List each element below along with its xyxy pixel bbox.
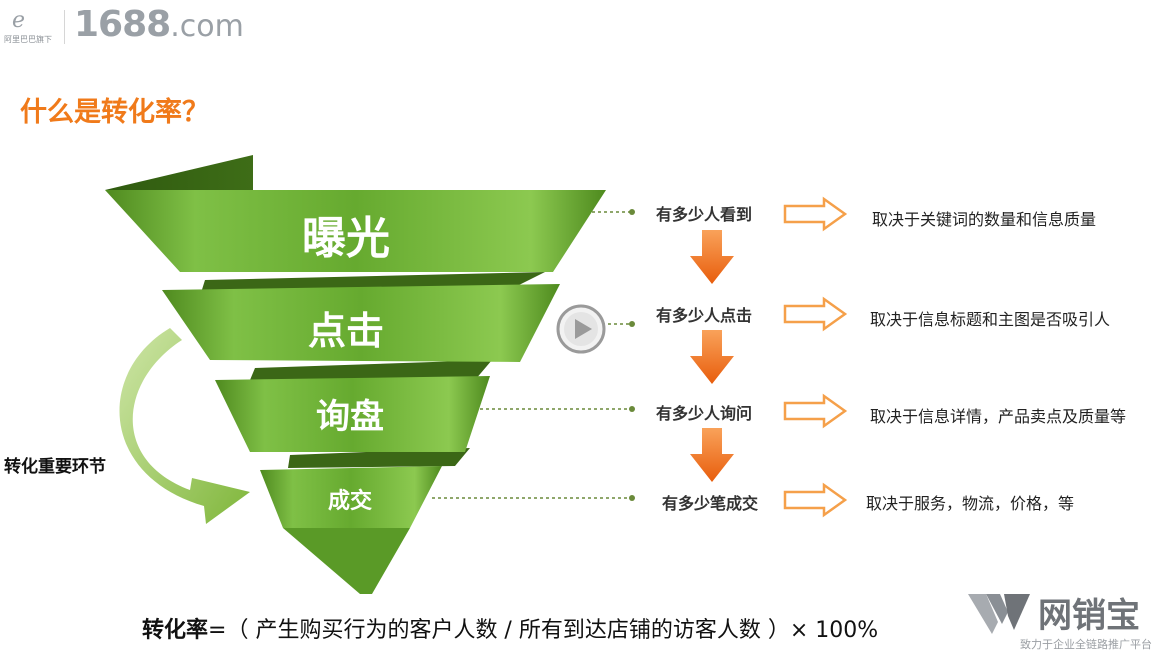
brand-logo: 网销宝 致力于企业全链路推广平台 [964, 588, 1170, 652]
formula: 转化率=（ 产生购买行为的客户人数 / 所有到达店铺的访客人数 ）× 100% [142, 612, 878, 644]
funnel-label-click: 点击 [308, 309, 384, 353]
right-arrow-icon [783, 196, 848, 232]
detail-deal: 取决于服务，物流，价格，等 [866, 494, 1075, 513]
funnel-label-inquiry: 询盘 [316, 397, 384, 437]
right-arrow-icon [783, 393, 848, 429]
funnel-label-deal: 成交 [328, 488, 372, 514]
alibaba-logo: e 阿里巴巴旗下 [4, 8, 60, 48]
down-arrow-icon [690, 428, 734, 482]
funnel-tip [283, 528, 410, 594]
formula-term: 转化率 [142, 618, 209, 643]
funnel-label-exposure: 曝光 [302, 213, 390, 264]
brand-slogan: 致力于企业全链路推广平台 [1020, 638, 1152, 651]
leader-dot-3 [629, 406, 635, 412]
funnel-twist-4 [288, 448, 470, 468]
page-title: 什么是转化率？ [20, 97, 209, 128]
leader-dot-2 [629, 321, 635, 327]
curved-arrow-icon [119, 328, 251, 524]
right-arrow-icon [783, 296, 848, 332]
question-exposure: 有多少人看到 [656, 205, 753, 224]
funnel-band-click [162, 284, 560, 362]
detail-inquiry: 取决于信息详情，产品卖点及质量等 [870, 407, 1127, 426]
down-arrow-icon [690, 330, 734, 384]
funnel-band-inquiry [215, 376, 490, 452]
conversion-funnel: 曝光 点击 询盘 成交 [105, 155, 635, 594]
side-label: 转化重要环节 [4, 457, 106, 477]
funnel-band-exposure [105, 190, 606, 272]
formula-expression: =（ 产生购买行为的客户人数 / 所有到达店铺的访客人数 ）× 100% [208, 618, 879, 643]
question-deal: 有多少笔成交 [662, 494, 759, 513]
brand-mark-icon [968, 594, 1030, 634]
funnel-twist-3 [250, 360, 492, 380]
question-click: 有多少人点击 [656, 306, 753, 325]
alibaba-mark-icon: e [12, 8, 26, 33]
down-arrow-icon [690, 230, 734, 284]
question-inquiry: 有多少人询问 [656, 404, 753, 423]
alibaba-sub-text: 阿里巴巴旗下 [4, 35, 52, 44]
funnel-twist-1 [105, 155, 253, 190]
leader-dot-4 [629, 495, 635, 501]
brand-name: 网销宝 [1038, 596, 1140, 636]
play-icon [556, 304, 606, 354]
site-logo-main: 1688 [74, 4, 171, 45]
site-logo-tld: .com [170, 9, 244, 44]
logo-divider [64, 10, 65, 44]
funnel-band-deal [260, 466, 442, 528]
site-logo-1688: 1688.com [74, 4, 244, 45]
leader-dot-1 [629, 209, 635, 215]
right-arrow-icon [783, 482, 848, 518]
play-button[interactable] [555, 303, 607, 355]
detail-exposure: 取决于关键词的数量和信息质量 [872, 210, 1097, 229]
detail-click: 取决于信息标题和主图是否吸引人 [870, 310, 1111, 329]
